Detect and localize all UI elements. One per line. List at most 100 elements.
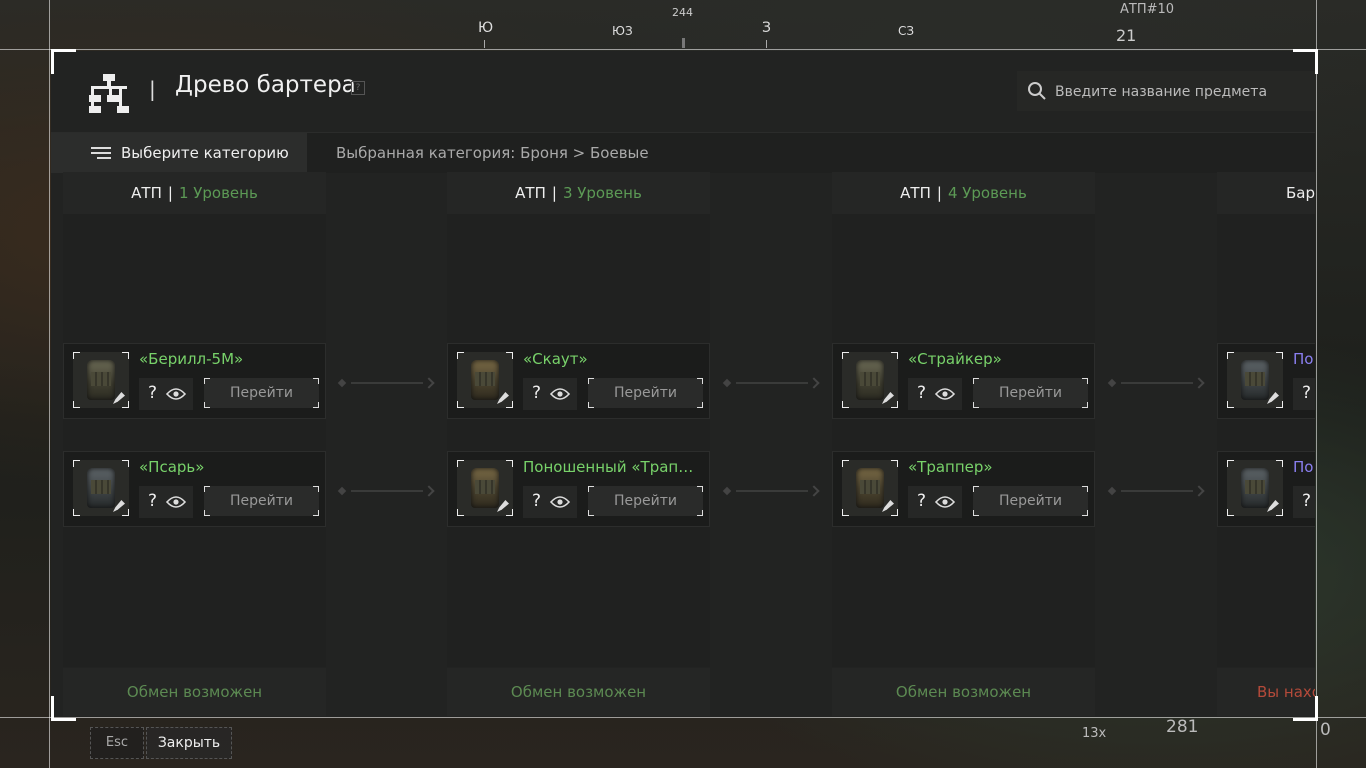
- menu-icon: [91, 147, 111, 159]
- guide-line-left: [49, 0, 50, 768]
- button-corner: [1082, 510, 1088, 516]
- go-button[interactable]: Перейти: [588, 378, 703, 408]
- guide-line-top: [0, 49, 1366, 50]
- button-corner: [1082, 378, 1088, 384]
- armor-icon: [1241, 360, 1269, 400]
- eye-icon[interactable]: [550, 387, 570, 401]
- button-corner: [697, 402, 703, 408]
- item-name: «Траппер»: [908, 458, 993, 476]
- eye-icon[interactable]: [935, 495, 955, 509]
- compass-label-w: З: [762, 20, 771, 36]
- go-button[interactable]: Перейти: [973, 486, 1088, 516]
- item-card: «Траппер» ? Перейти: [832, 451, 1095, 527]
- guide-line-bottom: [0, 717, 1366, 718]
- column-level: 3 Уровень: [562, 184, 642, 202]
- compass-heading: 244: [672, 6, 693, 19]
- button-corner: [697, 486, 703, 492]
- go-button[interactable]: Перейти: [204, 378, 319, 408]
- question-icon[interactable]: ?: [148, 491, 158, 511]
- question-icon[interactable]: ?: [1302, 491, 1312, 511]
- item-name: Поношенный «Траппе..: [523, 458, 703, 476]
- item-card: По ?: [1217, 343, 1315, 419]
- column-header: АТП|1 Уровень: [63, 172, 326, 214]
- button-corner: [204, 402, 210, 408]
- compass-tick: [484, 40, 485, 48]
- tier-column-4: АТП|4 Уровень «Страйкер» ? Перейти «Трап…: [832, 172, 1095, 717]
- exchange-status: Обмен возможен: [63, 668, 326, 716]
- column-level: 4 Уровень: [947, 184, 1027, 202]
- category-bar: Выберите категорию Выбранная категория: …: [51, 132, 1315, 173]
- exchange-status: Обмен возможен: [832, 668, 1095, 716]
- button-corner: [697, 510, 703, 516]
- button-corner: [313, 486, 319, 492]
- select-category-label: Выберите категорию: [121, 144, 289, 162]
- item-name: По: [1293, 458, 1314, 476]
- esc-key-hint[interactable]: Esc: [90, 727, 144, 759]
- panel-corner: [51, 696, 76, 721]
- item-name: По: [1293, 350, 1314, 368]
- go-button[interactable]: Перейти: [588, 486, 703, 516]
- armor-icon: [856, 360, 884, 400]
- button-corner: [313, 510, 319, 516]
- item-thumbnail[interactable]: [1227, 352, 1283, 408]
- compass-marker: [682, 38, 685, 48]
- question-icon[interactable]: ?: [532, 383, 542, 403]
- button-corner: [204, 510, 210, 516]
- question-icon[interactable]: ?: [148, 383, 158, 403]
- button-corner: [973, 402, 979, 408]
- item-card: «Страйкер» ? Перейти: [832, 343, 1095, 419]
- go-button[interactable]: Перейти: [204, 486, 319, 516]
- item-thumbnail[interactable]: [1227, 460, 1283, 516]
- panel-corner: [1293, 49, 1318, 74]
- item-thumbnail[interactable]: [842, 460, 898, 516]
- armor-icon: [471, 468, 499, 508]
- close-button[interactable]: Закрыть: [146, 727, 232, 759]
- question-icon[interactable]: ?: [532, 491, 542, 511]
- item-card: По ?: [1217, 451, 1315, 527]
- selected-category: Выбранная категория: Броня > Боевые: [336, 144, 649, 162]
- column-header: АТП|3 Уровень: [447, 172, 710, 214]
- item-thumbnail[interactable]: [73, 352, 129, 408]
- eye-icon[interactable]: [550, 495, 570, 509]
- hud-atp-value: 21: [1116, 26, 1137, 45]
- question-icon[interactable]: ?: [917, 383, 927, 403]
- question-icon[interactable]: ?: [917, 491, 927, 511]
- barter-tree-panel: | Древо бартера ? Выберите категорию Выб…: [51, 51, 1315, 717]
- armor-icon: [87, 360, 115, 400]
- item-name: «Страйкер»: [908, 350, 1002, 368]
- item-thumbnail[interactable]: [457, 352, 513, 408]
- question-icon[interactable]: ?: [1302, 383, 1312, 403]
- panel-corner: [51, 49, 76, 74]
- item-thumbnail[interactable]: [842, 352, 898, 408]
- item-thumbnail[interactable]: [457, 460, 513, 516]
- select-category-button[interactable]: Выберите категорию: [51, 133, 307, 173]
- hud-slot: 0: [1320, 720, 1331, 740]
- help-icon[interactable]: ?: [351, 81, 365, 95]
- eye-icon[interactable]: [166, 387, 186, 401]
- armor-icon: [1241, 468, 1269, 508]
- item-info: ?: [523, 378, 577, 410]
- button-corner: [313, 402, 319, 408]
- column-atp: Бар: [1286, 184, 1315, 202]
- tree-connector: [722, 377, 820, 389]
- panel-corner: [1293, 696, 1318, 721]
- item-info: ?: [1293, 378, 1315, 410]
- go-button[interactable]: Перейти: [973, 378, 1088, 408]
- exchange-status: Обмен возможен: [447, 668, 710, 716]
- button-corner: [313, 378, 319, 384]
- barter-tree-icon: [89, 74, 129, 113]
- compass-label-s: Ю: [478, 20, 494, 36]
- item-thumbnail[interactable]: [73, 460, 129, 516]
- button-corner: [1082, 486, 1088, 492]
- tree-connector: [337, 377, 435, 389]
- column-header: АТП|4 Уровень: [832, 172, 1095, 214]
- button-corner: [588, 486, 594, 492]
- search-input[interactable]: [1053, 71, 1307, 113]
- eye-icon[interactable]: [166, 495, 186, 509]
- eye-icon[interactable]: [935, 387, 955, 401]
- item-card: «Скаут» ? Перейти: [447, 343, 710, 419]
- column-atp: АТП: [131, 184, 162, 202]
- guide-line-right: [1316, 0, 1317, 768]
- column-body: [447, 214, 710, 667]
- item-info: ?: [1293, 486, 1315, 518]
